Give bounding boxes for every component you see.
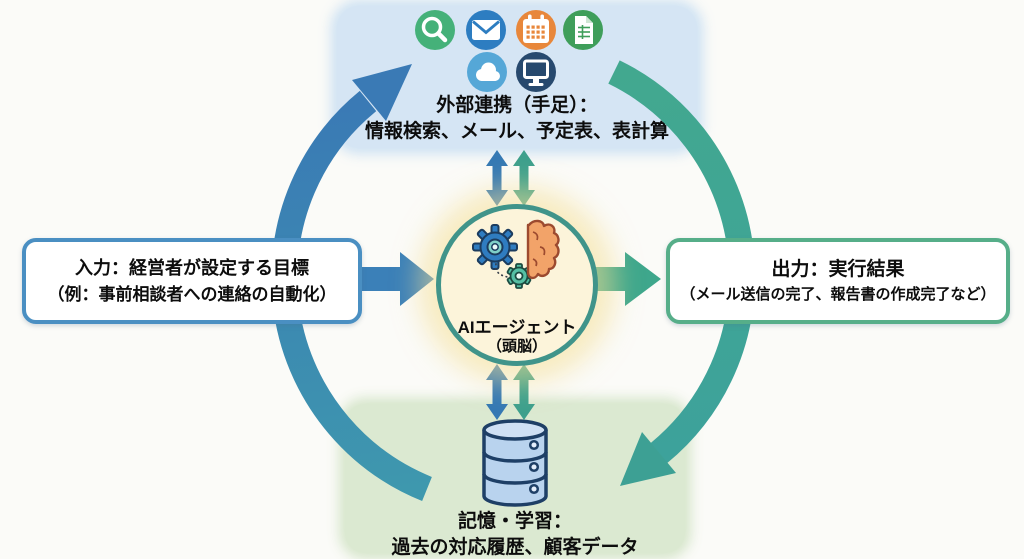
external-tools-label: 外部連携（手足）： 情報検索、メール、予定表、表計算 <box>337 93 697 145</box>
output-box-line2: （メール送信の完了、報告書の作成完了など） <box>680 285 996 303</box>
ai-agent-node: AIエージェント （頭脳） <box>436 204 598 366</box>
output-box: 出力：実行結果 （メール送信の完了、報告書の作成完了など） <box>666 238 1010 324</box>
memory-label: 記憶・学習： 過去の対応履歴、顧客データ <box>345 509 685 559</box>
search-icon <box>415 10 455 50</box>
output-box-line1: 出力：実行結果 <box>771 258 905 280</box>
spreadsheet-icon <box>563 10 603 50</box>
memory-subtitle: 過去の対応履歴、顧客データ <box>391 537 639 558</box>
calendar-icon <box>516 10 556 50</box>
input-box-line1: 入力：経営者が設定する目標 <box>75 257 309 278</box>
memory-panel: 記憶・学習： 過去の対応履歴、顧客データ <box>345 404 685 558</box>
monitor-icon <box>516 52 556 92</box>
tools-link-arrows <box>486 150 535 206</box>
external-tools-title: 外部連携（手足）： <box>436 95 598 116</box>
input-box: 入力：経営者が設定する目標 （例：事前相談者への連絡の自動化） <box>22 238 362 324</box>
external-tools-subtitle: 情報検索、メール、予定表、表計算 <box>364 121 669 142</box>
output-arrow <box>595 252 661 306</box>
input-arrow <box>356 252 434 306</box>
gears-and-brain-icon <box>472 219 560 289</box>
memory-title: 記憶・学習： <box>457 511 572 532</box>
agent-subtitle: （頭脳） <box>486 338 547 355</box>
agent-title: AIエージェント <box>457 318 577 337</box>
input-box-line2: （例：事前相談者への連絡の自動化） <box>47 284 337 304</box>
database-icon <box>482 419 548 507</box>
email-icon <box>466 10 506 50</box>
cloud-icon <box>467 52 507 92</box>
memory-link-arrows <box>486 364 535 420</box>
